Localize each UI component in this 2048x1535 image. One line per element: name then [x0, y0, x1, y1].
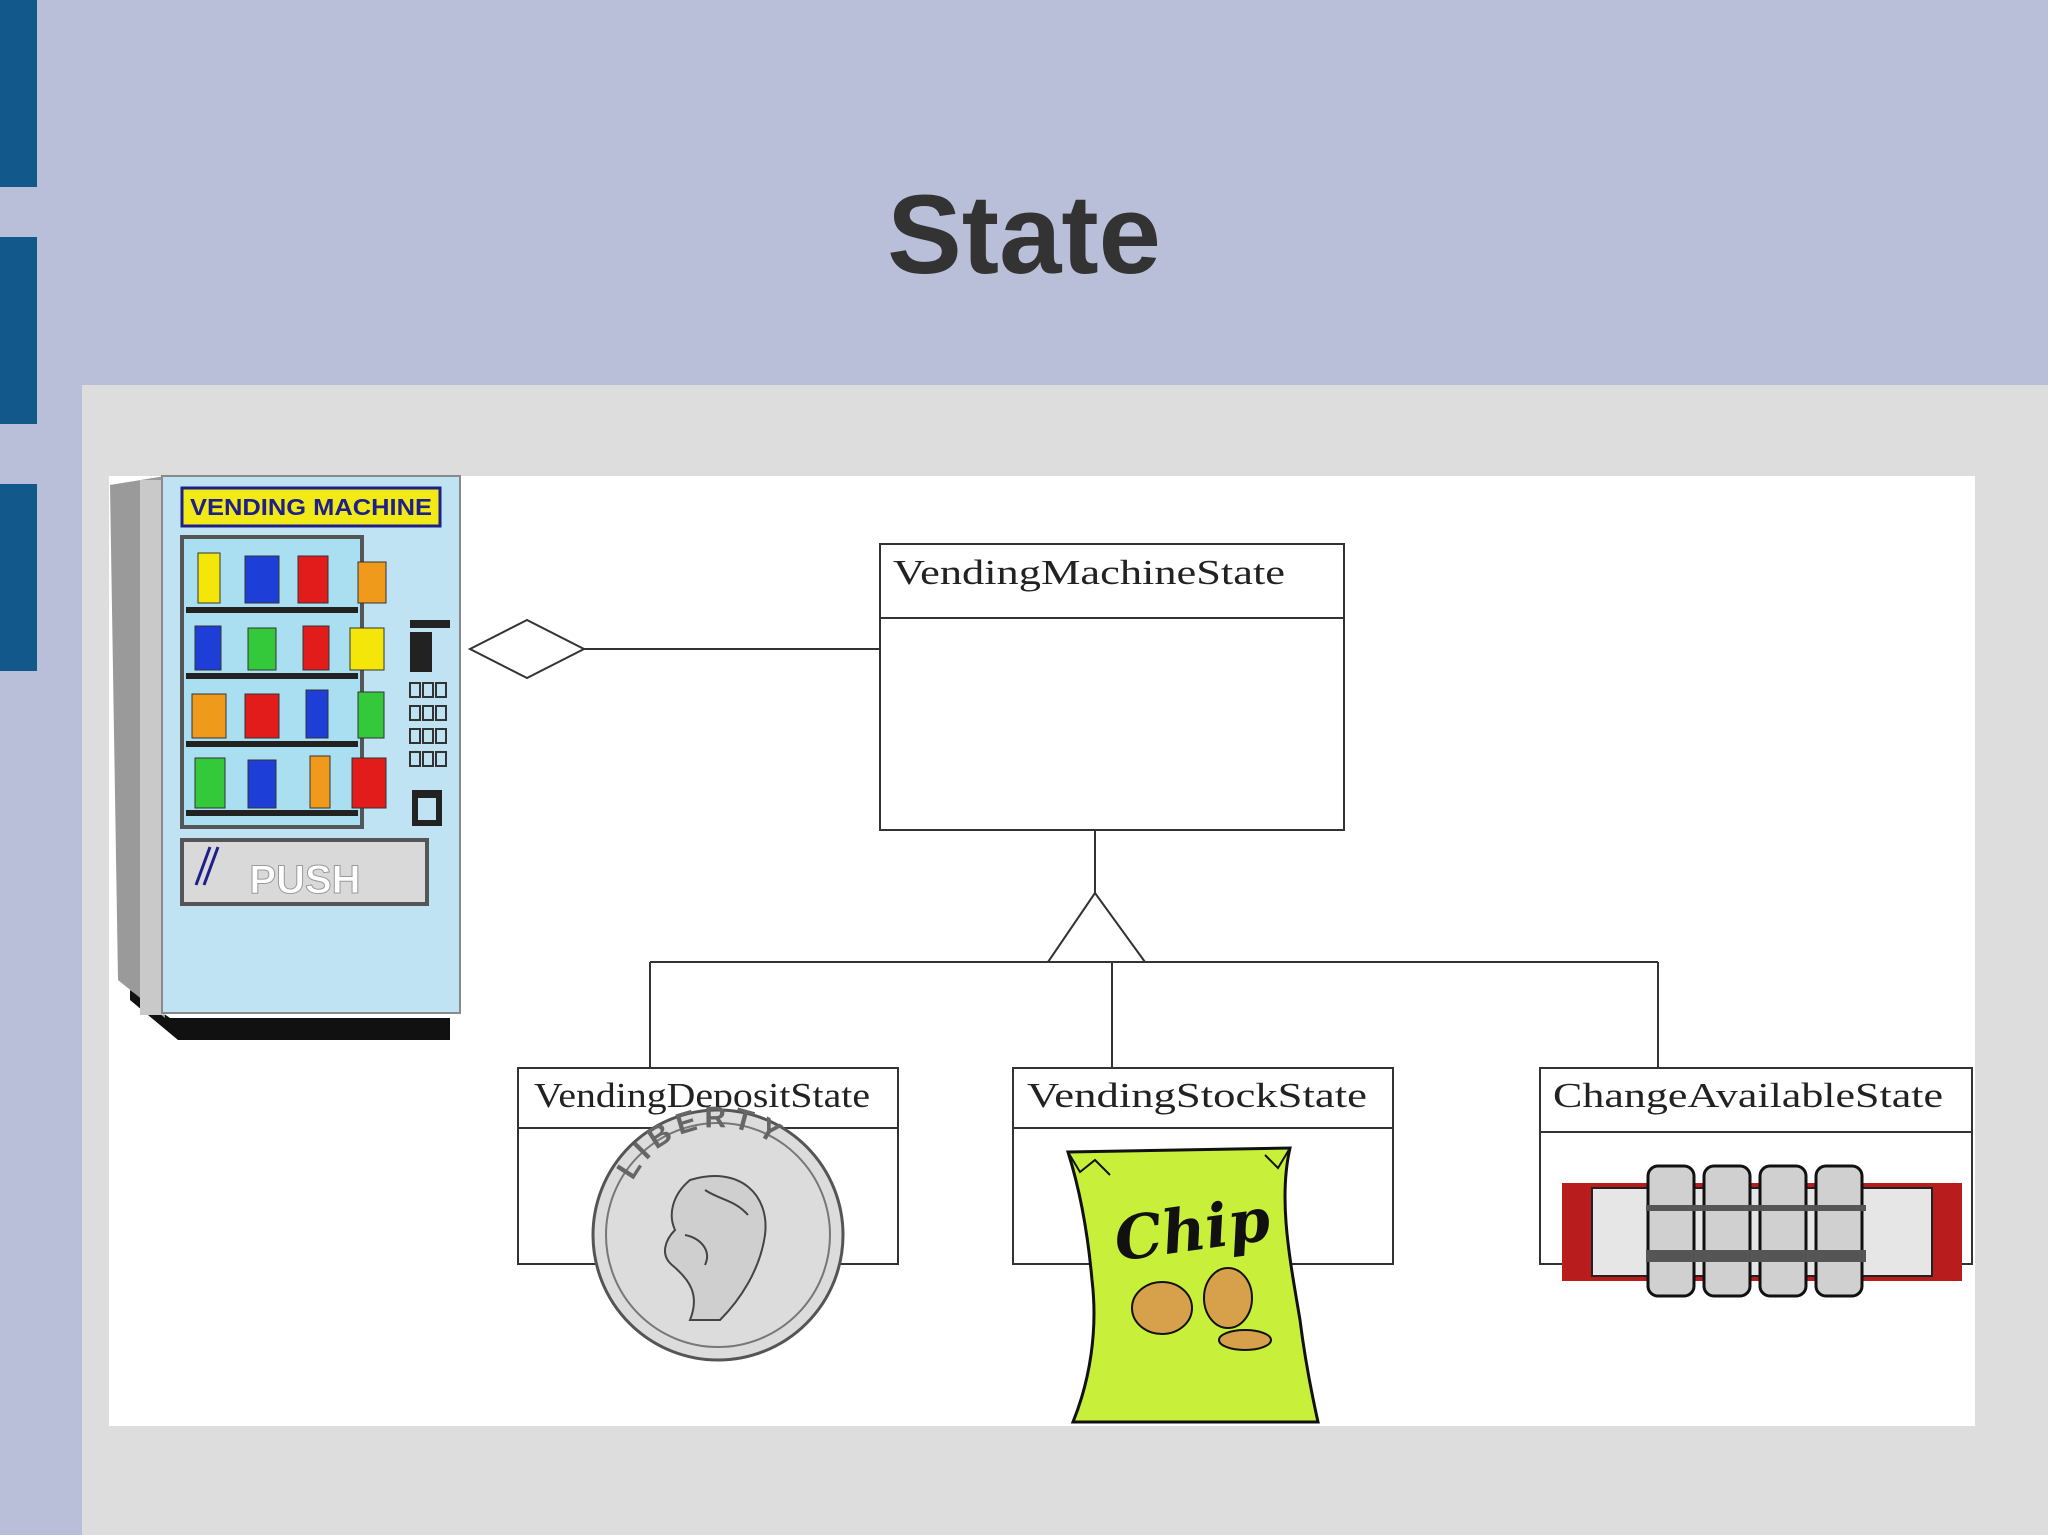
- accent-bar-bottom: [0, 484, 37, 671]
- class-name-change-available-state: ChangeAvailableState: [1553, 1076, 1943, 1115]
- vending-machine-sign: VENDING MACHINE: [190, 494, 432, 520]
- chip-bag-illustration: Chip: [1065, 1146, 1320, 1424]
- accent-bar-middle: [0, 237, 37, 424]
- inheritance-connector: [649, 830, 1659, 1068]
- coin-dispenser-illustration: [1562, 1164, 1962, 1298]
- class-name-vending-machine-state: VendingMachineState: [893, 553, 1285, 592]
- accent-bar-top: [0, 0, 37, 187]
- slide-title: State: [887, 172, 1161, 297]
- class-name-vending-deposit-state: VendingDepositState: [534, 1076, 870, 1115]
- vending-products: [191, 552, 387, 809]
- coin-illustration: LIBERTY: [591, 1101, 845, 1362]
- class-box-vending-machine-state: VendingMachineState: [879, 543, 1345, 831]
- aggregation-connector: [467, 618, 880, 680]
- vending-machine-illustration: VENDING MACHINE: [110, 475, 461, 1040]
- class-name-vending-stock-state: VendingStockState: [1027, 1076, 1367, 1115]
- push-label: PUSH: [249, 858, 360, 902]
